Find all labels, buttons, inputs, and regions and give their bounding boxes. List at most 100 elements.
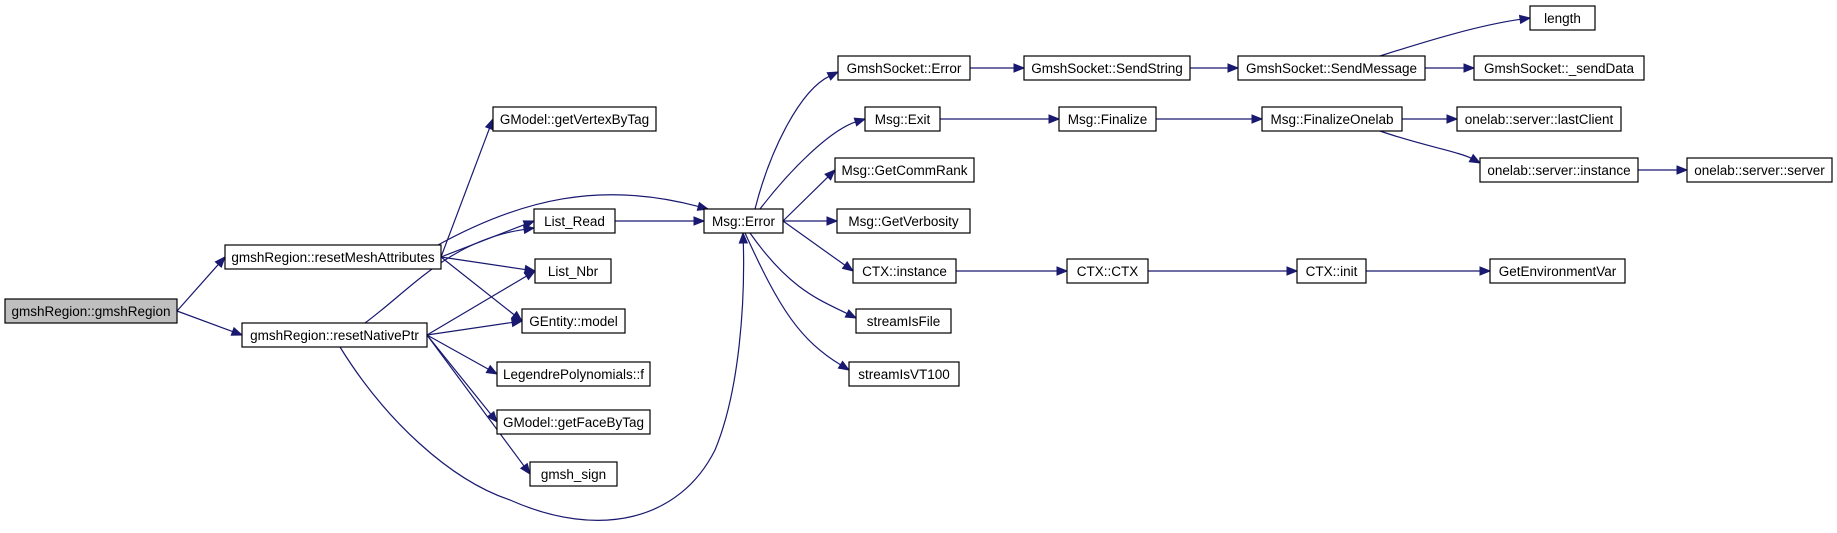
edge-line: [364, 228, 526, 324]
node-mgv[interactable]: Msg::GetVerbosity: [836, 208, 971, 234]
node-box[interactable]: [1473, 55, 1645, 81]
node-gssd[interactable]: GmshSocket::_sendData: [1473, 55, 1645, 81]
edge-me-to-mgv: [783, 216, 839, 226]
node-box[interactable]: [1023, 55, 1191, 81]
node-me[interactable]: Msg::Error: [703, 208, 784, 234]
node-label: GmshSocket::Error: [847, 61, 962, 76]
node-box[interactable]: [1489, 258, 1626, 284]
node-label: length: [1544, 11, 1581, 26]
node-label: CTX::CTX: [1077, 264, 1139, 279]
arrow-head-icon: [519, 462, 531, 476]
edge-rma-to-me: [437, 194, 710, 246]
edge-line: [176, 263, 220, 312]
node-label: gmshRegion::resetNativePtr: [250, 328, 419, 343]
edge-line: [437, 194, 700, 246]
node-gssm[interactable]: GmshSocket::SendMessage: [1237, 55, 1426, 81]
node-box[interactable]: [864, 106, 941, 132]
node-gem[interactable]: GEntity::model: [521, 308, 626, 334]
node-label: List_Nbr: [548, 264, 599, 279]
node-box[interactable]: [1296, 258, 1367, 284]
node-mfo[interactable]: Msg::FinalizeOnelab: [1261, 106, 1403, 132]
arrow-head-icon: [1251, 114, 1264, 124]
node-gse[interactable]: GmshSocket::Error: [837, 55, 971, 81]
node-box[interactable]: [241, 322, 428, 348]
node-sif[interactable]: streamIsFile: [855, 308, 952, 334]
node-gft[interactable]: GModel::getFaceByTag: [496, 409, 651, 435]
arrow-head-icon: [824, 169, 836, 181]
node-box[interactable]: [492, 106, 657, 132]
node-box[interactable]: [852, 258, 957, 284]
node-len[interactable]: length: [1529, 5, 1596, 31]
edge-line: [440, 127, 491, 258]
node-box[interactable]: [1456, 106, 1622, 132]
node-label: GModel::getFaceByTag: [503, 415, 644, 430]
node-label: streamIsFile: [867, 314, 941, 329]
node-box[interactable]: [4, 298, 178, 324]
node-mf[interactable]: Msg::Finalize: [1058, 106, 1157, 132]
edge-gse-to-gsss: [970, 63, 1026, 73]
node-box[interactable]: [1058, 106, 1157, 132]
node-gev[interactable]: GetEnvironmentVar: [1489, 258, 1626, 284]
edge-gsss-to-gssm: [1190, 63, 1240, 73]
node-label: Msg::Finalize: [1068, 112, 1148, 127]
node-box[interactable]: [533, 208, 616, 234]
arrow-head-icon: [853, 117, 867, 127]
node-box[interactable]: [1237, 55, 1426, 81]
node-label: Msg::Exit: [875, 112, 931, 127]
edge-ctxc-to-ctxinit: [1148, 266, 1299, 276]
node-box[interactable]: [496, 409, 651, 435]
node-gs[interactable]: gmsh_sign: [529, 461, 618, 487]
node-box[interactable]: [836, 208, 971, 234]
node-box[interactable]: [703, 208, 784, 234]
node-box[interactable]: [1261, 106, 1403, 132]
node-oss[interactable]: onelab::server::server: [1686, 157, 1833, 183]
node-box[interactable]: [1066, 258, 1149, 284]
node-box[interactable]: [224, 244, 442, 270]
node-ctxinit[interactable]: CTX::init: [1296, 258, 1367, 284]
node-mex[interactable]: Msg::Exit: [864, 106, 941, 132]
node-label: onelab::server::lastClient: [1465, 112, 1614, 127]
nodes-layer: gmshRegion::gmshRegion gmshRegion::resetM…: [4, 5, 1833, 487]
node-olc[interactable]: onelab::server::lastClient: [1456, 106, 1622, 132]
edge-root-to-rnp: [176, 310, 244, 336]
arrow-head-icon: [1463, 63, 1476, 73]
arrow-head-icon: [841, 261, 855, 272]
node-box[interactable]: [1686, 157, 1833, 183]
edge-line: [1379, 130, 1473, 160]
edge-gssm-to-gssd: [1425, 63, 1476, 73]
node-box[interactable]: [521, 308, 626, 334]
node-siv[interactable]: streamIsVT100: [848, 361, 960, 387]
node-box[interactable]: [496, 361, 651, 387]
arrow-head-icon: [844, 309, 858, 319]
node-root[interactable]: gmshRegion::gmshRegion: [4, 298, 178, 324]
node-ln[interactable]: List_Nbr: [534, 258, 612, 284]
node-box[interactable]: [834, 157, 975, 183]
edge-line: [426, 334, 492, 416]
node-box[interactable]: [529, 461, 618, 487]
node-mgcr[interactable]: Msg::GetCommRank: [834, 157, 975, 183]
edge-mex-to-mf: [940, 114, 1061, 124]
node-box[interactable]: [1529, 5, 1596, 31]
node-box[interactable]: [855, 308, 952, 334]
edge-line: [426, 334, 526, 468]
node-label: GmshSocket::SendString: [1031, 61, 1183, 76]
node-box[interactable]: [534, 258, 612, 284]
arrow-head-icon: [510, 317, 524, 328]
node-box[interactable]: [848, 361, 960, 387]
node-ctxc[interactable]: CTX::CTX: [1066, 258, 1149, 284]
node-lr[interactable]: List_Read: [533, 208, 616, 234]
edge-line: [749, 232, 849, 315]
node-lpf[interactable]: LegendrePolynomials::f: [496, 361, 651, 387]
node-gsss[interactable]: GmshSocket::SendString: [1023, 55, 1191, 81]
arrow-head-icon: [484, 117, 494, 131]
arrow-head-icon: [523, 270, 537, 281]
arrow-head-icon: [1286, 266, 1299, 276]
node-box[interactable]: [1479, 157, 1639, 183]
node-gvt[interactable]: GModel::getVertexByTag: [492, 106, 657, 132]
node-osi[interactable]: onelab::server::instance: [1479, 157, 1639, 183]
edge-rnp-to-me: [339, 231, 749, 521]
node-rma[interactable]: gmshRegion::resetMeshAttributes: [224, 244, 442, 270]
node-rnp[interactable]: gmshRegion::resetNativePtr: [241, 322, 428, 348]
node-ctxi[interactable]: CTX::instance: [852, 258, 957, 284]
node-box[interactable]: [837, 55, 971, 81]
